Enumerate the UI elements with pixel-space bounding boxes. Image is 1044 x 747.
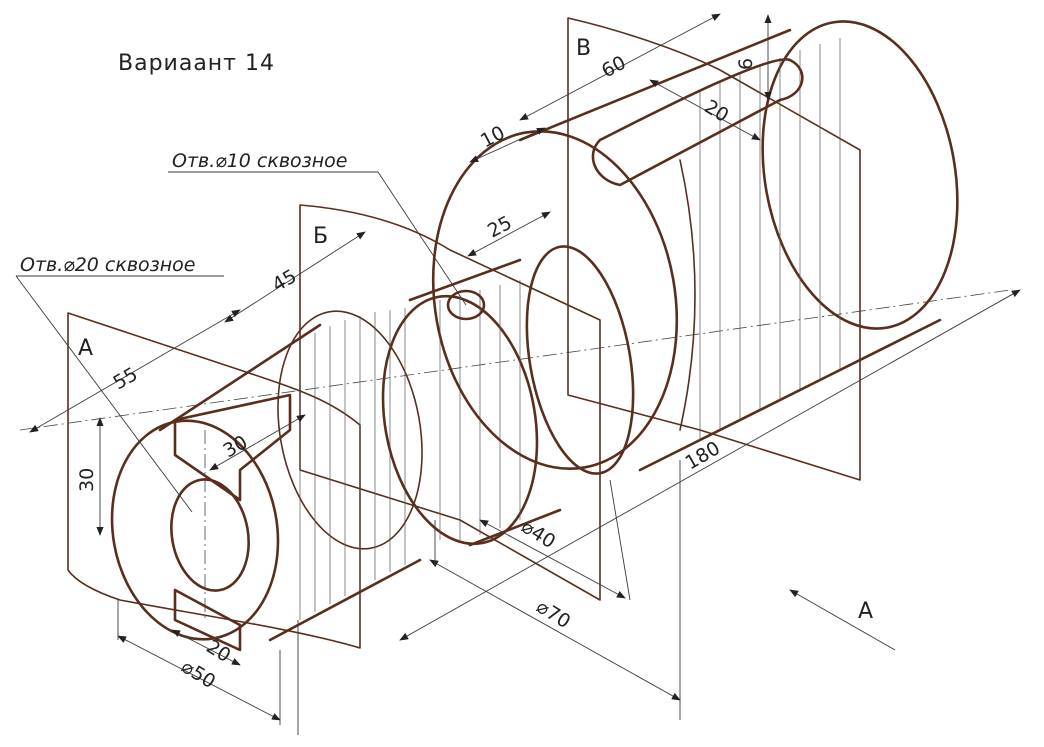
hole-large-note: Отв.⌀20 сквозное bbox=[20, 254, 196, 276]
front-cylinder-body bbox=[158, 323, 422, 642]
keyway-slot bbox=[591, 58, 804, 187]
dim-line-d50 bbox=[117, 635, 281, 721]
dim-d50: ⌀50 bbox=[177, 656, 219, 694]
dim-line-45 bbox=[224, 231, 366, 323]
shoulder-face bbox=[431, 129, 679, 471]
front-cylinder-back-edge bbox=[277, 310, 423, 550]
rear-cylinder-body bbox=[518, 28, 942, 472]
dim-55: 55 bbox=[110, 363, 142, 394]
dim-line-180 bbox=[399, 289, 1021, 641]
dim-30-slot: 30 bbox=[220, 431, 252, 462]
variant-title: Вариаант 14 bbox=[118, 51, 275, 76]
view-direction-arrow bbox=[789, 589, 896, 651]
rear-cylinder-step bbox=[679, 159, 696, 431]
dim-d70: ⌀70 bbox=[532, 596, 574, 634]
dim-25: 25 bbox=[484, 212, 516, 243]
middle-cylinder-hatching bbox=[439, 280, 521, 540]
hole-large-leader bbox=[15, 275, 193, 513]
dim-60: 60 bbox=[598, 52, 630, 83]
plane-v-label: В bbox=[576, 36, 591, 61]
hole-small-leader bbox=[377, 171, 467, 306]
dim-line-10 bbox=[469, 127, 546, 163]
dim-line-60 bbox=[519, 13, 721, 121]
dim-line-25 bbox=[467, 211, 551, 257]
front-slot-lower bbox=[173, 588, 242, 652]
dim-45: 45 bbox=[269, 265, 301, 296]
front-bore-hole bbox=[170, 478, 250, 592]
dim-10: 10 bbox=[477, 122, 509, 153]
dim-30-height: 30 bbox=[76, 468, 98, 492]
view-direction-label: А bbox=[858, 599, 873, 624]
dim-line-30-slot bbox=[209, 414, 306, 471]
dim-line-d70 bbox=[429, 559, 681, 701]
dim-d40: ⌀40 bbox=[517, 516, 559, 554]
front-cylinder-face bbox=[110, 419, 280, 641]
cutting-plane-v bbox=[567, 17, 861, 481]
extension-lines bbox=[117, 460, 681, 735]
dim-6: 6 bbox=[735, 58, 757, 70]
plane-a-label: А bbox=[78, 336, 93, 361]
plane-b-label: Б bbox=[313, 224, 328, 249]
hole-small-note: Отв.⌀10 сквозное bbox=[172, 150, 348, 172]
dim-line-55 bbox=[29, 309, 241, 433]
dim-line-20-top bbox=[649, 79, 761, 141]
